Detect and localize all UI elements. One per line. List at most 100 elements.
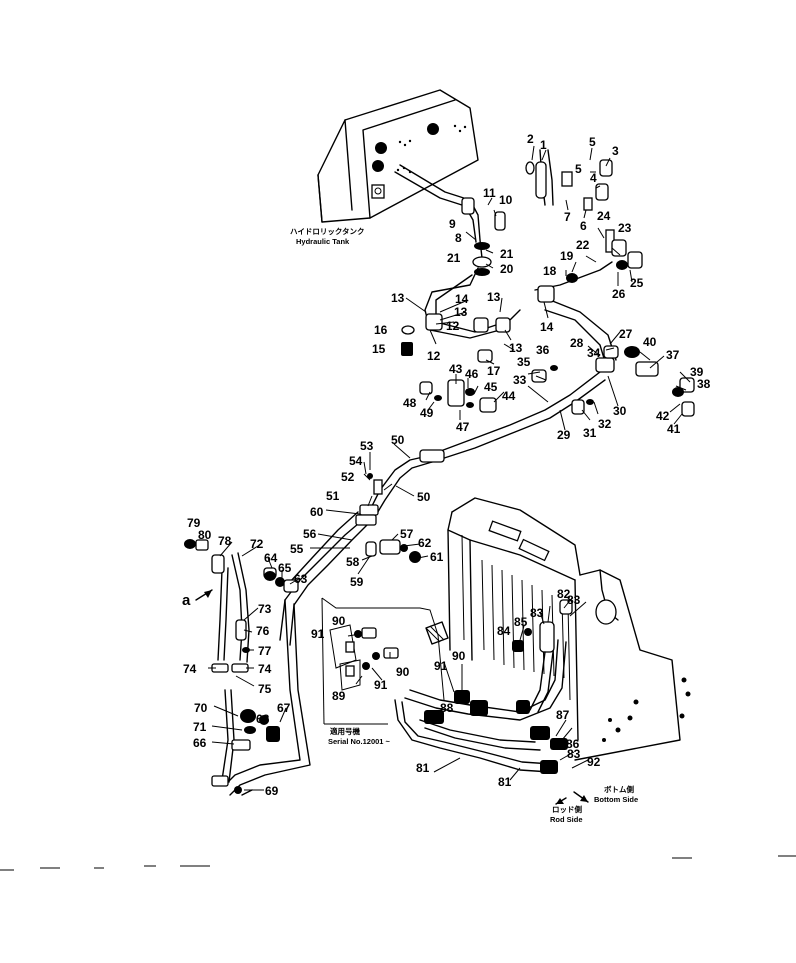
- callout-25: 25: [630, 276, 644, 290]
- callout-24: 24: [597, 209, 611, 223]
- bottom-side-caption-jp: ボトム側: [604, 784, 634, 794]
- callout-44: 44: [502, 389, 516, 403]
- leader-lines: [208, 145, 691, 791]
- callout-81: 81: [498, 775, 512, 789]
- callout-21: 21: [447, 251, 461, 265]
- hydraulic-tank: [317, 89, 479, 223]
- callout-56: 56: [303, 527, 317, 541]
- callout-83: 83: [530, 606, 544, 620]
- direction-arrows: [195, 589, 589, 805]
- callout-9: 9: [449, 217, 456, 231]
- callout-79: 79: [187, 516, 201, 530]
- blade-frame: [425, 497, 691, 761]
- callout-29: 29: [557, 428, 571, 442]
- callout-47: 47: [456, 420, 470, 434]
- callout-12: 12: [427, 349, 441, 363]
- callout-14: 14: [455, 292, 469, 306]
- callout-22: 22: [576, 238, 590, 252]
- callout-31: 31: [583, 426, 597, 440]
- callout-80: 80: [198, 528, 212, 542]
- callout-38: 38: [697, 377, 711, 391]
- callout-18: 18: [543, 264, 557, 278]
- callout-13: 13: [391, 291, 405, 305]
- callout-85: 85: [514, 615, 528, 629]
- callout-88: 88: [440, 701, 454, 715]
- callout-74: 74: [183, 662, 197, 676]
- fittings: [184, 159, 695, 796]
- svg-text:90: 90: [452, 649, 466, 663]
- svg-text:91: 91: [434, 659, 448, 673]
- callout-72: 72: [250, 537, 264, 551]
- callout-2: 2: [527, 132, 534, 146]
- callout-91: 91: [374, 678, 388, 692]
- callout-58: 58: [346, 555, 360, 569]
- callout-86: 86: [566, 737, 580, 751]
- callout-62: 62: [418, 536, 432, 550]
- callout-numbers: 1 2 3 4 5 5 6 7 8 9 10 11 12 12 13 13 13…: [182, 132, 711, 798]
- callout-35: 35: [517, 355, 531, 369]
- callout-61: 61: [430, 550, 444, 564]
- callout-91: 91: [311, 627, 325, 641]
- callout-84: 84: [497, 624, 511, 638]
- callout-11: 11: [483, 186, 496, 200]
- cylinder-hoses: [394, 599, 573, 774]
- callout-16: 16: [374, 323, 388, 337]
- callout-90: 90: [396, 665, 410, 679]
- callout-10: 10: [499, 193, 513, 207]
- scan-marks: [0, 855, 796, 871]
- hydraulic-tank-caption-en: Hydraulic Tank: [296, 237, 350, 246]
- callout-49: 49: [420, 406, 434, 420]
- callout-82: 82: [557, 587, 571, 601]
- callout-78: 78: [218, 534, 232, 548]
- callout-20: 20: [500, 262, 514, 276]
- callout-a: a: [182, 592, 191, 609]
- captions: ハイドロリックタンク Hydraulic Tank 適用号機 Serial No…: [290, 226, 638, 824]
- callout-23: 23: [618, 221, 632, 235]
- serial-detail-box: [321, 597, 445, 725]
- callout-46: 46: [465, 367, 479, 381]
- callout-39: 39: [690, 365, 704, 379]
- callout-43: 43: [449, 362, 463, 376]
- callout-67: 67: [277, 701, 291, 715]
- serial-caption-jp: 適用号機: [330, 726, 360, 736]
- callout-7: 7: [564, 210, 571, 224]
- callout-66: 66: [193, 736, 207, 750]
- callout-42: 42: [656, 409, 670, 423]
- callout-34: 34: [587, 346, 601, 360]
- callout-14: 14: [540, 320, 554, 334]
- callout-5: 5: [575, 162, 582, 176]
- callout-13: 13: [509, 341, 523, 355]
- callout-65: 65: [278, 561, 292, 575]
- serial-caption-en: Serial No.12001 ~: [328, 737, 391, 746]
- rod-side-caption-jp: ロッド側: [552, 804, 582, 814]
- callout-51: 51: [326, 489, 340, 503]
- callout-13: 13: [454, 305, 468, 319]
- callout-70: 70: [194, 701, 208, 715]
- callout-26: 26: [612, 287, 626, 301]
- callout-13: 13: [487, 290, 501, 304]
- callout-30: 30: [613, 404, 627, 418]
- callout-71: 71: [193, 720, 207, 734]
- callout-76: 76: [256, 624, 270, 638]
- callout-54: 54: [349, 454, 363, 468]
- callout-50: 50: [391, 433, 405, 447]
- callout-89: 89: [332, 689, 346, 703]
- bottom-side-caption-en: Bottom Side: [594, 795, 638, 804]
- callout-63: 63: [294, 572, 308, 586]
- callout-83: 83: [567, 747, 581, 761]
- callout-37: 37: [666, 348, 680, 362]
- callout-48: 48: [403, 396, 417, 410]
- callout-27: 27: [619, 327, 633, 341]
- callout-55: 55: [290, 542, 304, 556]
- callout-32: 32: [598, 417, 612, 431]
- callout-59: 59: [350, 575, 364, 589]
- callout-68: 68: [256, 712, 270, 726]
- callout-1: 1: [540, 138, 547, 152]
- callout-6: 6: [580, 219, 587, 233]
- rod-side-caption-en: Rod Side: [550, 815, 583, 824]
- callout-92: 92: [587, 755, 601, 769]
- callout-87: 87: [556, 708, 570, 722]
- callout-64: 64: [264, 551, 278, 565]
- callout-81: 81: [416, 761, 430, 775]
- callout-53: 53: [360, 439, 374, 453]
